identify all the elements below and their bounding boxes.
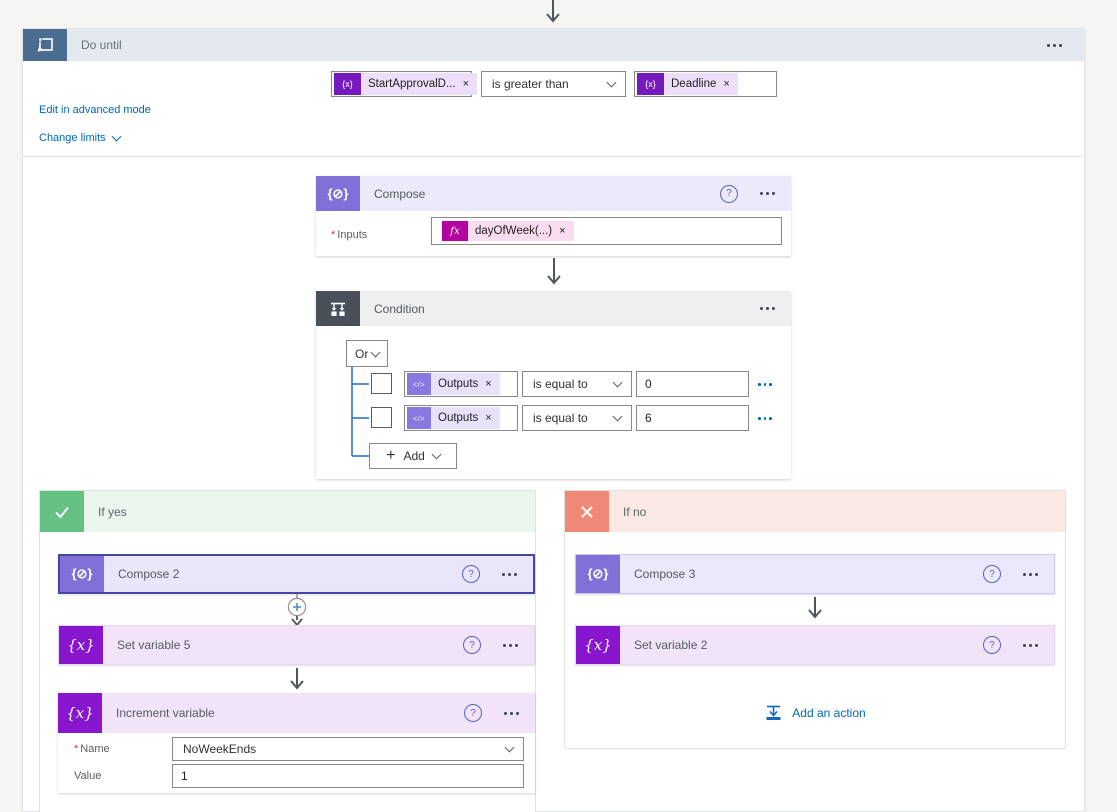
insert-step-button[interactable] — [287, 594, 307, 626]
compose-card: {⊘} Compose ? *Inputs fx dayOfWeek(...) … — [316, 176, 791, 256]
row-checkbox[interactable] — [371, 373, 392, 394]
chevron-down-icon — [370, 347, 381, 357]
chevron-down-icon — [612, 411, 623, 422]
condition-title: Condition — [374, 301, 425, 316]
connector-arrow — [547, 258, 561, 285]
increment-variable-header[interactable]: {x} Increment variable ? — [58, 693, 535, 733]
do-until-menu-icon[interactable] — [1047, 43, 1062, 47]
do-until-scope: Do until {x} StartApprovalD... × is grea… — [22, 28, 1085, 812]
top-entry-arrow — [546, 0, 560, 23]
more-menu-icon[interactable] — [504, 711, 519, 715]
compose-icon: {⊘} — [576, 555, 620, 593]
condition-card: Condition Or — [316, 291, 791, 479]
outputs-token-icon: </> — [407, 407, 431, 429]
add-action-button[interactable]: Add an action — [565, 703, 1065, 722]
compose-header[interactable]: {⊘} Compose ? — [316, 176, 791, 211]
variable-value-input[interactable] — [172, 764, 524, 788]
row-value-input[interactable] — [636, 405, 749, 431]
more-menu-icon[interactable] — [502, 572, 517, 576]
chevron-down-icon — [431, 449, 442, 460]
x-icon — [565, 491, 609, 532]
compose-icon: {⊘} — [60, 556, 104, 592]
do-until-icon — [23, 29, 67, 61]
dynamic-content-icon: {x} — [637, 73, 664, 95]
dynamic-content-icon: {x} — [334, 73, 361, 95]
plus-icon: + — [386, 447, 396, 464]
variable-icon: {x} — [576, 626, 620, 664]
if-no-title: If no — [623, 504, 647, 519]
help-icon[interactable]: ? — [720, 184, 738, 203]
chevron-down-icon — [606, 77, 617, 88]
if-yes-header[interactable]: If yes — [40, 491, 535, 532]
connector-arrow — [808, 597, 822, 619]
token-remove-icon[interactable]: × — [485, 377, 492, 390]
compose-inputs-field[interactable]: fx dayOfWeek(...) × — [431, 217, 782, 245]
section-divider — [23, 156, 1084, 157]
name-label: *Name — [74, 743, 110, 755]
variable-icon: {x} — [58, 693, 102, 733]
condition-row: </> Outputs × is equal to — [316, 405, 791, 431]
loop-right-operand-token[interactable]: {x} Deadline × — [634, 71, 777, 97]
condition-row: </> Outputs × is equal to — [316, 371, 791, 397]
check-icon — [40, 491, 84, 532]
edit-advanced-mode-link[interactable]: Edit in advanced mode — [39, 104, 151, 116]
compose2-card[interactable]: {⊘} Compose 2 ? — [58, 554, 535, 594]
outputs-token[interactable]: </> Outputs × — [404, 371, 518, 397]
token-remove-icon[interactable]: × — [485, 411, 492, 424]
outputs-token[interactable]: </> Outputs × — [404, 405, 518, 431]
row-menu-icon[interactable] — [758, 383, 772, 386]
help-icon[interactable]: ? — [464, 704, 482, 722]
chevron-down-icon — [111, 131, 122, 142]
compose-title: Compose — [374, 186, 426, 201]
do-until-body: {x} StartApprovalD... × is greater than … — [23, 61, 1084, 812]
do-until-title: Do until — [81, 38, 122, 52]
loop-left-operand-token[interactable]: {x} StartApprovalD... × — [331, 71, 478, 97]
chevron-down-icon — [612, 377, 623, 388]
loop-operator-dropdown[interactable]: is greater than — [481, 71, 626, 97]
compose-icon: {⊘} — [316, 176, 360, 211]
if-no-branch: If no {⊘} Compose 3 ? {x} Set variable 2 — [564, 490, 1066, 749]
do-until-header[interactable]: Do until — [23, 29, 1084, 61]
more-menu-icon[interactable] — [1023, 643, 1038, 647]
if-yes-branch: If yes {⊘} Compose 2 ? — [39, 490, 536, 812]
condition-body: Or </> Outputs × — [316, 326, 791, 479]
token-remove-icon[interactable]: × — [559, 224, 566, 237]
row-operator-dropdown[interactable]: is equal to — [522, 405, 632, 431]
inputs-label: *Inputs — [331, 229, 368, 241]
help-icon[interactable]: ? — [983, 565, 1001, 583]
connector-arrow — [290, 668, 304, 690]
if-yes-title: If yes — [98, 504, 127, 519]
chevron-down-icon — [504, 742, 515, 753]
variable-name-dropdown[interactable]: NoWeekEnds — [172, 737, 524, 761]
compose3-card[interactable]: {⊘} Compose 3 ? — [575, 554, 1055, 594]
value-label: Value — [74, 770, 102, 782]
more-menu-icon[interactable] — [503, 643, 518, 647]
row-menu-icon[interactable] — [758, 417, 772, 420]
change-limits-link[interactable]: Change limits — [39, 131, 122, 144]
row-value-input[interactable] — [636, 371, 749, 397]
increment-variable-card: {x} Increment variable ? *Name NoWeekEnd… — [58, 693, 535, 793]
condition-icon — [316, 291, 360, 326]
add-condition-button[interactable]: + Add — [369, 443, 457, 469]
variable-icon: {x} — [59, 626, 103, 664]
more-menu-icon[interactable] — [1023, 572, 1038, 576]
condition-header[interactable]: Condition — [316, 291, 791, 326]
token-remove-icon[interactable]: × — [462, 77, 470, 90]
help-icon[interactable]: ? — [463, 636, 481, 654]
fx-expression-icon: fx — [442, 221, 468, 241]
row-operator-dropdown[interactable]: is equal to — [522, 371, 632, 397]
help-icon[interactable]: ? — [462, 565, 480, 583]
set-variable2-card[interactable]: {x} Set variable 2 ? — [575, 625, 1055, 665]
set-variable5-card[interactable]: {x} Set variable 5 ? — [58, 625, 535, 665]
token-remove-icon[interactable]: × — [723, 77, 730, 90]
help-icon[interactable]: ? — [983, 636, 1001, 654]
add-action-icon — [766, 705, 781, 720]
more-menu-icon[interactable] — [760, 307, 775, 310]
condition-tree-lines — [351, 367, 369, 457]
if-no-header[interactable]: If no — [565, 491, 1065, 532]
row-checkbox[interactable] — [371, 407, 392, 428]
outputs-token-icon: </> — [407, 373, 431, 395]
join-operator-dropdown[interactable]: Or — [346, 340, 388, 367]
more-menu-icon[interactable] — [760, 192, 775, 195]
